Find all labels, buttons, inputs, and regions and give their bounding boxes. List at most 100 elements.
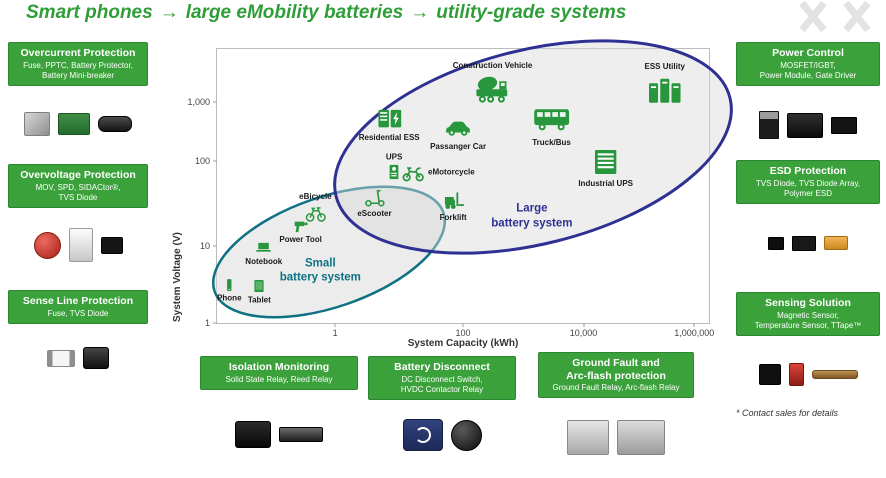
contact-sales-footnote: * Contact sales for details [736,408,839,418]
title-segment-utility: utility-grade systems [436,2,627,23]
x-tick-mark [334,323,336,327]
mosfet-to220-image [759,111,779,139]
chart-item-phone: Phone [217,278,242,303]
solid-state-relay-image [235,420,271,448]
chart-item-notebook: Notebook [245,238,282,266]
card-overcurrent-protection: Overcurrent Protection Fuse, PPTC, Batte… [8,42,148,86]
cube-fuse-image [24,112,50,136]
ups-icon [385,162,404,181]
chart-item-label: Industrial UPS [578,178,634,188]
disconnect-switch-image [450,419,482,451]
battery-protector-pcb-image [58,113,90,135]
chart-item-label: ESS Utility [644,61,685,71]
watermark-x-icon [799,0,871,33]
chart-item-label: Passanger Car [430,142,487,152]
chart-item-label: UPS [385,152,403,162]
y-tick-label: 100 [194,156,210,167]
ebicycle-icon [304,202,326,224]
gate-driver-image [831,116,857,134]
card-sense-line-protection: Sense Line Protection Fuse, TVS Diode [8,290,148,324]
small-battery-system-label: Small battery system [279,257,361,284]
power-module-image [787,112,823,138]
chart-item-label: eMotorcycle [428,167,475,177]
card-subtitle: MOV, SPD, SIDACtor®, TVS Diode [35,182,121,202]
card-subtitle: Solid State Relay, Reed Relay [225,374,333,384]
right-arrow-icon: → [159,2,179,23]
chart-item-power-tool: Power Tool [279,216,322,244]
truck-bus-icon [533,99,571,137]
card-subtitle: Magnetic Sensor, Temperature Sensor, TTa… [754,310,862,330]
card-title: Overvoltage Protection [20,169,136,181]
chart-item-label: Power Tool [279,234,322,244]
chart-item-label: Tablet [247,295,271,305]
din-spd-image [68,228,93,262]
card-title: Overcurrent Protection [20,47,136,59]
card-battery-disconnect: Battery Disconnect DC Disconnect Switch,… [368,356,516,400]
construction-vehicle-icon [474,71,512,109]
y-tick-label: 1 [204,318,210,328]
card-subtitle: Fuse, PPTC, Battery Protector, Battery M… [23,60,133,80]
y-tick-mark [213,101,217,103]
ess-utility-icon [647,72,683,108]
x-tick-label: 10,000 [569,328,598,338]
y-tick-mark [213,322,217,324]
card-title: Ground Fault and Arc-flash protection [566,357,666,382]
card-title: Sense Line Protection [22,295,134,307]
x-tick-label: 1 [332,328,338,338]
y-tick-mark [213,245,217,247]
chart-item-ess-utility: ESS Utility [644,61,685,108]
card-subtitle: DC Disconnect Switch, HVDC Contactor Rel… [400,374,484,394]
large-battery-ellipse [333,39,733,255]
large-battery-system-label: Large battery system [491,202,573,230]
card-sensing-solution: Sensing Solution Magnetic Sensor, Temper… [736,292,880,336]
smd-fuse-image [47,349,75,367]
overcurrent-product-images [8,90,148,158]
chart-item-label: Truck/Bus [532,137,571,147]
isolation-product-images [200,398,358,470]
ground-fault-product-images [538,404,694,470]
notebook-icon [255,238,273,256]
temperature-sensor-image [788,362,804,386]
diode-array-ic-image [792,235,816,251]
battery-systems-chart: System Voltage (V) System Capacity (kWh)… [172,38,733,363]
title-segment-emobility: large eMobility batteries [185,2,404,23]
card-power-control: Power Control MOSFET/IGBT, Power Module,… [736,42,880,86]
chart-item-ups: UPS [385,152,404,181]
y-tick-label: 10 [199,241,210,252]
x-tick-mark [583,323,585,327]
chart-item-label: Phone [217,293,242,303]
chart-item-label: Forklift [439,213,467,223]
card-subtitle: MOSFET/IGBT, Power Module, Gate Driver [759,60,857,80]
magnetic-sensor-image [758,363,781,385]
escooter-icon [363,186,385,208]
tablet-icon [251,278,268,295]
chart-item-escooter: eScooter [357,186,392,218]
overvoltage-product-images [8,206,148,284]
esd-product-images [736,208,880,278]
card-title: Isolation Monitoring [228,361,330,373]
card-title: ESD Protection [769,165,847,177]
power-tool-icon [292,216,310,234]
x-tick-mark [462,323,464,327]
card-esd-protection: ESD Protection TVS Diode, TVS Diode Arra… [736,160,880,204]
industrial-ups-icon [590,146,622,178]
tvs-diode-image [100,236,123,254]
card-subtitle: Fuse, TVS Diode [47,308,109,318]
ttape-image [811,369,858,379]
chart-item-tablet: Tablet [248,278,271,305]
sense-line-product-images [8,326,148,390]
chart-item-residential-ess: Residential ESS [359,104,420,142]
power-control-product-images [736,92,880,158]
y-axis-label: System Voltage (V) [172,232,183,322]
card-subtitle: TVS Diode, TVS Diode Array, Polymer ESD [755,178,861,198]
y-tick-mark [213,160,217,162]
card-subtitle: Ground Fault Relay, Arc-flash Relay [552,383,680,393]
emotorcycle-icon [402,161,425,184]
chart-item-ebicycle: eBicycle [299,192,332,224]
reed-relay-image [279,426,323,442]
right-arrow-icon: → [410,2,430,23]
fuse-block-image [83,347,109,369]
card-ground-fault-arc-flash: Ground Fault and Arc-flash protection Gr… [538,352,694,399]
ground-fault-relay-image [567,419,609,455]
